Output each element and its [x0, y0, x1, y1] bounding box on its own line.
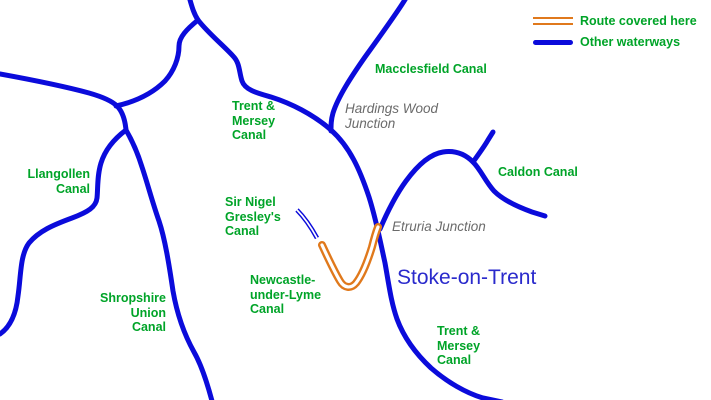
label-caldon-canal: Caldon Canal — [498, 165, 578, 179]
sir-nigel-gresley-canal-line-core — [296, 209, 318, 239]
waterway-line-icon — [533, 39, 573, 45]
macclesfield-canal-line — [328, 0, 408, 134]
label-trent-mersey-canal-south: Trent & Mersey Canal — [437, 324, 481, 368]
label-llangollen-canal: Llangollen Canal — [27, 167, 91, 196]
legend-item-other-waterways: Other waterways — [533, 35, 697, 49]
label-sir-nigel-gresleys-canal: Sir Nigel Gresley's Canal — [225, 195, 281, 239]
label-trent-mersey-canal-north: Trent & Mersey Canal — [232, 99, 276, 143]
label-newcastle-under-lyme-canal: Newcastle- under-Lyme Canal — [250, 273, 322, 317]
shropshire-union-canal-line — [123, 127, 215, 400]
route-covered-line-icon — [533, 17, 573, 25]
route-covered-line-core — [320, 225, 380, 289]
label-macclesfield-canal: Macclesfield Canal — [375, 62, 487, 76]
caldon-canal-line — [377, 149, 548, 232]
legend-item-route-covered: Route covered here — [533, 14, 697, 28]
label-etruria-junction: Etruria Junction — [392, 219, 486, 234]
legend-other-waterways-label: Other waterways — [580, 35, 681, 49]
label-hardings-wood-junction: Hardings Wood Junction — [345, 101, 439, 131]
caldon-canal-branch-line — [470, 129, 496, 165]
west-waterway-line — [0, 71, 129, 133]
label-shropshire-union-canal: Shropshire Union Canal — [100, 291, 166, 335]
waterway-link-line — [113, 17, 201, 109]
legend: Route covered here Other waterways — [533, 14, 697, 56]
llangollen-canal-line — [0, 127, 129, 337]
label-stoke-on-trent: Stoke-on-Trent — [397, 266, 537, 289]
legend-route-covered-label: Route covered here — [580, 14, 697, 28]
